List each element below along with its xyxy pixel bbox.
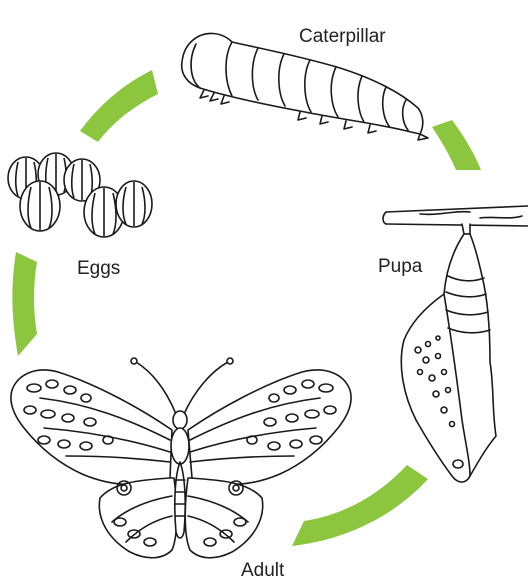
eggs-label: Eggs — [77, 259, 120, 278]
pupa-label: Pupa — [378, 257, 422, 276]
egg — [20, 181, 60, 231]
caterpillar-illustration — [182, 33, 428, 140]
arrow-adult-to-eggs — [12, 252, 37, 356]
egg — [116, 181, 152, 227]
arrow-eggs-to-caterpillar — [80, 70, 158, 142]
caterpillar-label: Caterpillar — [299, 27, 386, 46]
eggs-illustration — [8, 153, 152, 237]
arrow-caterpillar-to-pupa — [432, 120, 481, 170]
arrow-pupa-to-adult — [292, 465, 428, 546]
butterfly-illustration — [11, 358, 351, 558]
adult-label: Adult — [241, 561, 284, 580]
pupa-illustration — [383, 206, 528, 482]
